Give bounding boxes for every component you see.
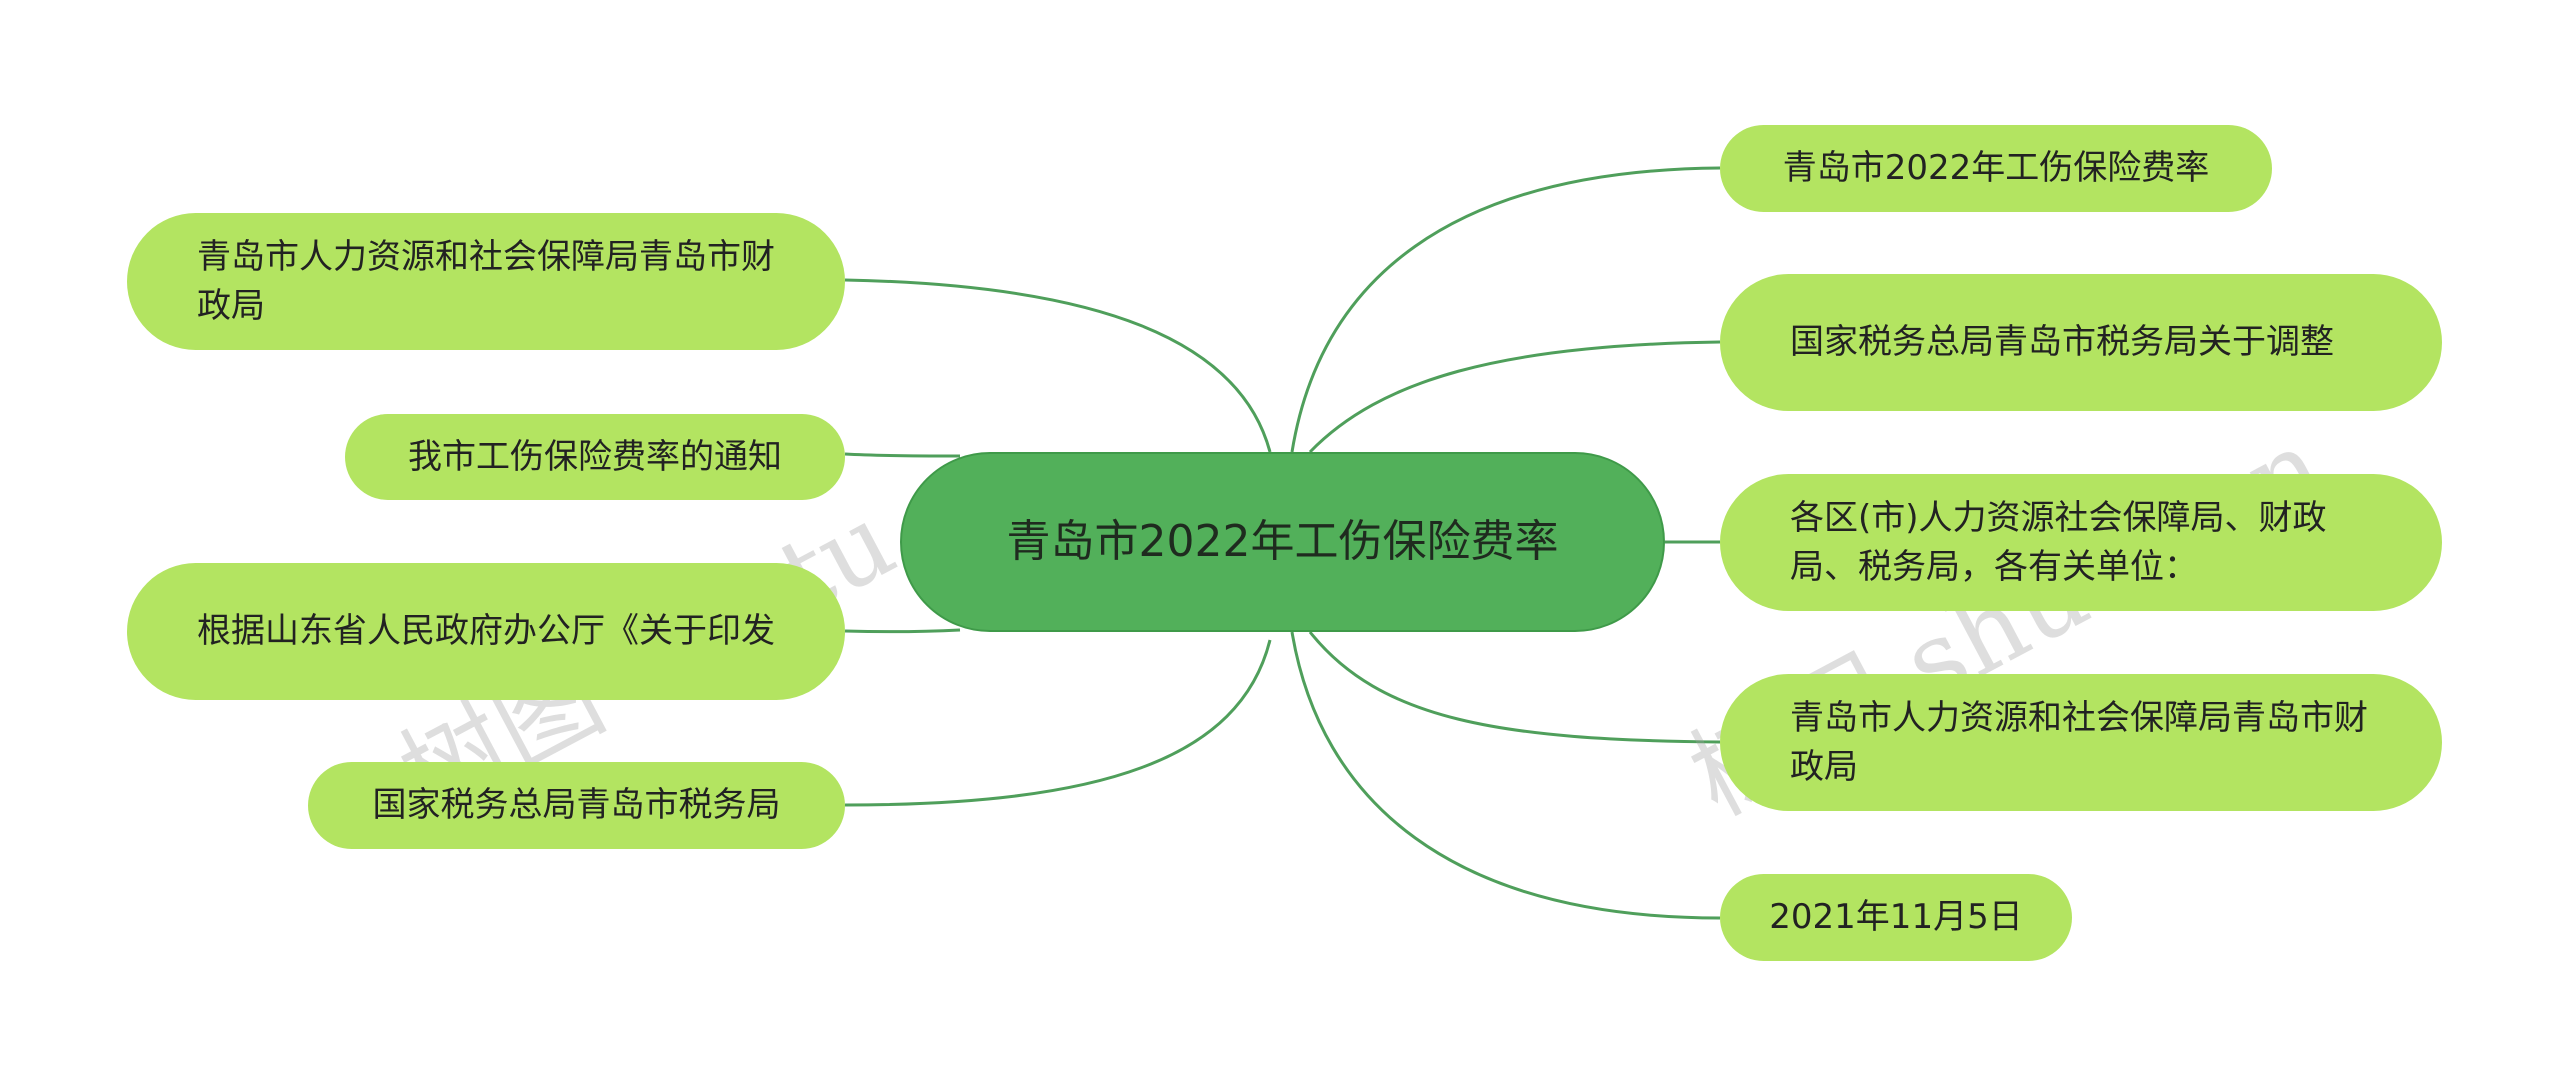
topic-node-l1[interactable]: 青岛市人力资源和社会保障局青岛市财政局 [127,213,845,350]
topic-node-l3[interactable]: 根据山东省人民政府办公厅《关于印发 [127,563,845,700]
topic-node-label: 青岛市人力资源和社会保障局青岛市财政局 [1790,697,2368,787]
edge-center-to-l4 [844,639,1272,807]
edge-center-to-r2 [1308,340,1721,454]
edge-center-to-l1 [844,278,1272,453]
topic-node-label: 青岛市2022年工伤保险费率 [1782,148,2210,188]
topic-node-label: 我市工伤保险费率的通知 [408,436,782,477]
topic-node-label: 各区(市)人力资源社会保障局、财政局、税务局，各有关单位： [1790,497,2327,587]
topic-node-label: 根据山东省人民政府办公厅《关于印发 [197,611,775,651]
topic-node-r1[interactable]: 青岛市2022年工伤保险费率 [1720,125,2272,212]
edge-center-to-r5 [1290,631,1721,920]
topic-node-r2[interactable]: 国家税务总局青岛市税务局关于调整 [1720,274,2442,411]
topic-node-l4[interactable]: 国家税务总局青岛市税务局 [308,762,845,849]
topic-node-l2[interactable]: 我市工伤保险费率的通知 [345,414,845,500]
topic-node-label: 国家税务总局青岛市税务局 [372,785,781,825]
topic-node-r5[interactable]: 2021年11月5日 [1720,874,2072,961]
edge-center-to-l2 [844,452,961,458]
topic-node-r3[interactable]: 各区(市)人力资源社会保障局、财政局、税务局，各有关单位： [1720,474,2442,611]
edge-center-to-r4 [1308,631,1721,744]
topic-node-label: 国家税务总局青岛市税务局关于调整 [1790,322,2334,362]
central-topic[interactable]: 青岛市2022年工伤保险费率 [900,452,1665,632]
topic-node-r4[interactable]: 青岛市人力资源和社会保障局青岛市财政局 [1720,674,2442,811]
central-topic-label: 青岛市2022年工伤保险费率 [1006,516,1559,567]
edge-center-to-r1 [1290,166,1721,453]
topic-node-label: 青岛市人力资源和社会保障局青岛市财政局 [197,236,775,326]
topic-node-label: 2021年11月5日 [1769,897,2023,937]
edge-center-to-l3 [844,628,961,634]
